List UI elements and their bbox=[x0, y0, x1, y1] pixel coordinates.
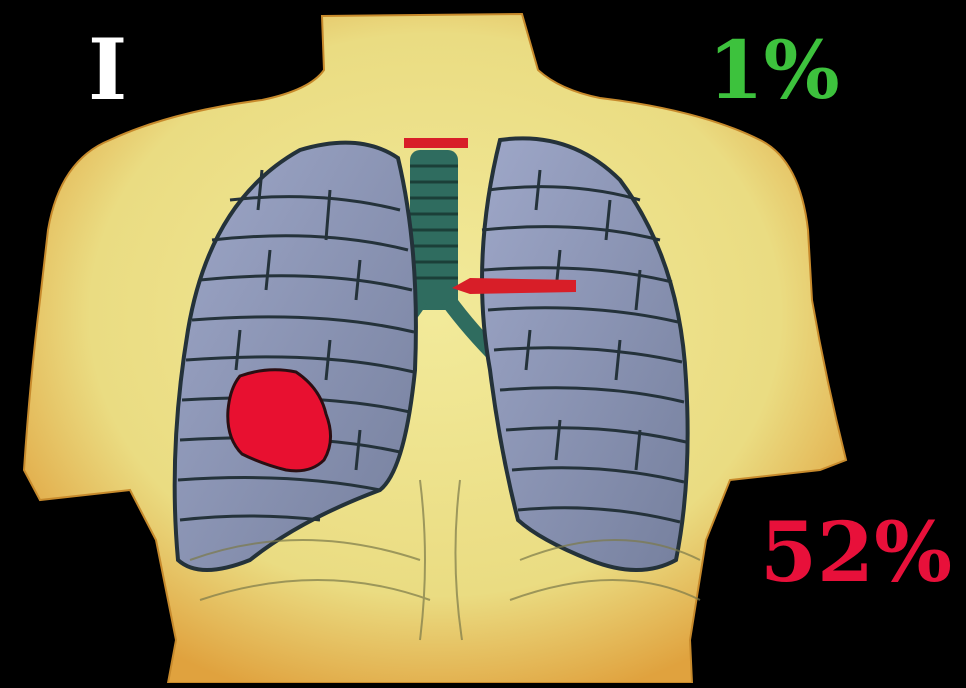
red-arrow-lower bbox=[452, 278, 576, 294]
stage-label: I bbox=[88, 28, 127, 112]
survival-percent-bottom: 52% bbox=[760, 512, 952, 594]
red-arrow-upper bbox=[404, 138, 468, 148]
survival-percent-top: 1% bbox=[708, 30, 840, 110]
